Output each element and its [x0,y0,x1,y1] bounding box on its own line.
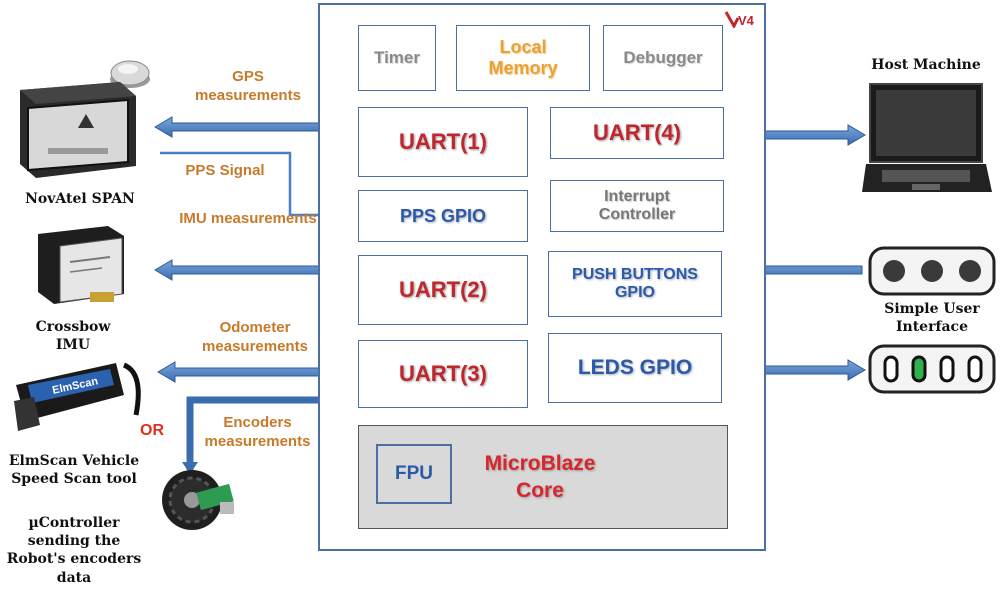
led-icon [939,355,955,383]
timer-block: Timer [358,25,436,91]
leds-gpio-label: LEDS GPIO [577,355,693,379]
controller-label: µController sending the Robot's encoders… [6,515,142,586]
uart4-label: UART(4) [593,120,681,146]
push-button-icon [959,260,981,282]
interrupt-controller-label: Interrupt Controller [598,187,676,223]
local-memory-label: Local Memory [488,37,558,78]
fpu-block: FPU [376,444,452,504]
fpu-label: FPU [395,463,433,484]
leds-gpio-block: LEDS GPIO [548,333,722,403]
interrupt-controller-block: Interrupt Controller [550,180,724,232]
encoders-down-arrowhead [182,462,198,474]
uart3-block: UART(3) [358,340,528,408]
debugger-label: Debugger [623,48,703,68]
pps-connector [160,151,338,217]
robot-encoder-image [160,462,244,534]
pps-gpio-label: PPS GPIO [399,205,487,226]
led-icon-on [911,355,927,383]
host-machine-label: Host Machine [871,57,981,73]
push-buttons-panel [868,246,996,296]
or-label: OR [140,422,164,439]
push-button-icon [883,260,905,282]
local-memory-block: Local Memory [456,25,590,91]
gps-measurements-label: GPS measurements [195,68,301,104]
uart2-label: UART(2) [399,277,487,303]
microblaze-core-label: MicroBlaze Core [484,452,596,503]
uart2-block: UART(2) [358,255,528,325]
uart3-label: UART(3) [399,361,487,387]
uart1-label: UART(1) [399,129,487,155]
pps-signal-label: PPS Signal [185,162,265,179]
encoders-measurements-label: Encoders measurements [204,414,311,450]
board-logo-text: V4 [738,13,755,28]
board-logo: V4 [724,10,756,30]
timer-label: Timer [374,48,420,68]
push-button-icon [921,260,943,282]
led-icon [883,355,899,383]
imu-measurements-label: IMU measurements [179,210,317,227]
novatel-span-label: NovAtel SPAN [25,191,135,207]
debugger-block: Debugger [603,25,723,91]
elmscan-image: ElmScan [6,355,146,435]
push-buttons-gpio-label: PUSH BUTTONS GPIO [572,265,698,301]
led-icon [967,355,983,383]
crossbow-imu-image [30,222,130,314]
uart1-block: UART(1) [358,107,528,177]
odometer-measurements-label: Odometer measurements [202,319,308,355]
push-buttons-gpio-block: PUSH BUTTONS GPIO [548,251,722,317]
encoders-connector [186,396,335,470]
gps-arrow [154,116,346,138]
uart4-block: UART(4) [550,107,724,159]
leds-panel [868,344,996,394]
simple-user-interface-label: Simple User Interface [884,301,980,336]
crossbow-imu-label: Crossbow IMU [35,319,111,354]
elmscan-label: ElmScan Vehicle Speed Scan tool [8,453,140,488]
imu-arrow [154,259,346,281]
host-machine-image [862,80,992,198]
novatel-span-image [8,78,138,184]
pps-gpio-block: PPS GPIO [358,190,528,242]
